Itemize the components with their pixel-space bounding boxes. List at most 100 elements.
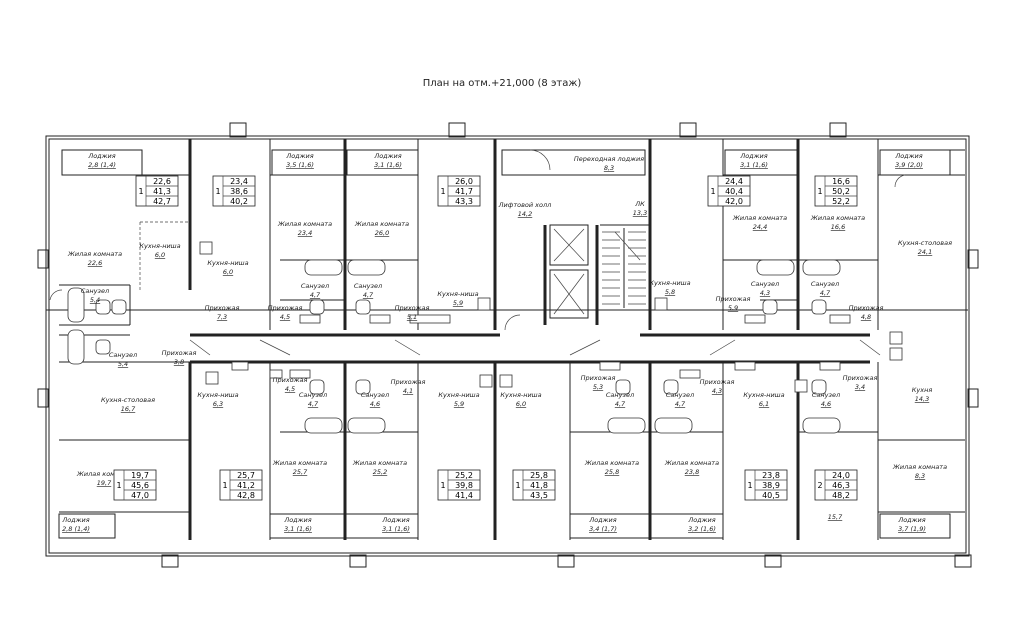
room-area: 4,8 [861,313,871,321]
apartment-box-apt-s5: 123,838,940,5 [744,469,788,501]
apartment-area-value: 16,6 [832,177,850,186]
room-area: 13,3 [633,209,647,217]
room-name: Лоджия [373,152,401,160]
room-name: Кухня-ниша [197,391,238,399]
room-name: Прихожая [395,304,430,312]
apartment-area-value: 43,3 [455,197,473,206]
room-name: Кухня-ниша [743,391,784,399]
room-area: 5,4 [90,296,100,304]
room-area: 3,5 (1,6) [286,161,314,169]
room-area: 4,6 [370,400,380,408]
apartment-area-value: 43,5 [530,491,548,500]
apartment-area-value: 25,8 [530,471,548,480]
room-name: Жилая комната [810,214,865,222]
room-name: Кухня [912,386,933,394]
apartment-area-value: 41,8 [530,481,548,490]
apartment-area-value: 26,0 [455,177,473,186]
apartment-room-count: 1 [515,481,520,490]
room-area: 3,1 (1,6) [382,525,410,533]
room-area: 3,1 (1,6) [740,161,768,169]
apartment-area-value: 23,8 [762,471,780,480]
apartment-area-value: 25,2 [455,471,473,480]
apartment-box-apt-s3: 125,239,841,4 [437,469,481,501]
apartment-box-frame [437,469,481,501]
room-name: Жилая комната [67,250,122,258]
room-name: Прихожая [843,374,878,382]
room-area: 26,0 [375,229,389,237]
apartment-room-count: 1 [747,481,752,490]
room-name: Жилая комната [584,459,639,467]
apartment-box-frame [814,469,858,501]
room-name: Прихожая [268,304,303,312]
apartment-box-apt-s6: 224,046,348,2 [814,469,858,501]
room-area: 14,3 [915,395,929,403]
apartment-box-apt-n3: 126,041,743,3 [437,175,481,207]
room-area: 4,7 [310,291,321,299]
room-name: Переходная лоджия [574,155,644,163]
room-name: Кухня-столовая [101,396,155,404]
apartment-box-frame [437,175,481,207]
apartment-area-value: 46,3 [832,481,850,490]
room-name: Прихожая [849,304,884,312]
apartment-area-value: 38,6 [230,187,248,196]
room-area: 5,9 [453,299,463,307]
room-area: 23,4 [298,229,312,237]
apartment-room-count: 1 [817,187,822,196]
apartment-area-value: 42,7 [153,197,171,206]
room-name: Санузел [361,391,389,399]
room-area: 22,6 [88,259,102,267]
room-name: Жилая комната [892,463,947,471]
room-area: 3,9 (2,0) [895,161,923,169]
room-zhk-se2: 15,7 [828,513,843,521]
room-name: Санузел [811,280,839,288]
apartment-room-count: 1 [710,187,715,196]
room-name: Санузел [299,391,327,399]
room-name: Кухня-столовая [898,239,952,247]
sinks [199,241,903,393]
room-name: Лоджия [897,516,925,524]
room-area: 3,1 (1,6) [374,161,402,169]
staircase [602,228,646,308]
apartment-area-value: 47,0 [131,491,149,500]
room-name: Жилая комната [76,470,131,478]
room-area: 4,7 [615,400,626,408]
room-area: 6,0 [155,251,165,259]
room-name: Лифтовой холл [498,201,552,209]
apartment-room-count: 1 [116,481,121,490]
apartment-area-value: 38,9 [762,481,780,490]
room-area: 14,2 [518,210,532,218]
apartment-area-value: 41,7 [455,187,473,196]
room-area: 5,4 [118,360,128,368]
room-area: 3,4 [855,383,865,391]
room-area: 3,4 (1,7) [589,525,617,533]
interior-walls [58,139,965,540]
room-name: Прихожая [391,378,426,386]
room-name: Кухня-ниша [500,391,541,399]
apartment-area-value: 40,2 [230,197,248,206]
apartment-box-apt-n4: 124,440,442,0 [707,175,751,207]
room-name: Кухня-ниша [139,242,180,250]
room-name: Санузел [751,280,779,288]
apartment-area-value: 41,2 [237,481,255,490]
toilets [95,299,827,395]
apartment-box-apt-s4: 1 25,841,843,5 [512,469,556,501]
